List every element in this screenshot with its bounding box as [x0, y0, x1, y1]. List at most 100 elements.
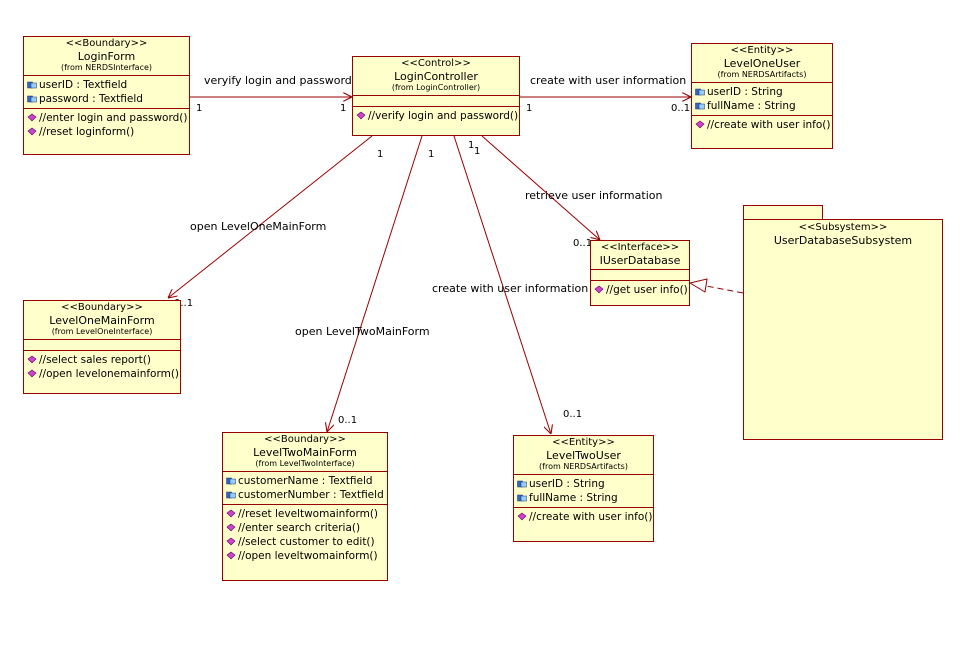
stereotype-label: <<Entity>>	[730, 45, 794, 56]
operation-text: //open leveltwomainform()	[238, 550, 378, 562]
class-leveltwouser[interactable]: <<Entity>> LevelTwoUser (from NERDSArtif…	[513, 435, 654, 542]
operation-row[interactable]: //reset leveltwomainform()	[226, 507, 384, 521]
attribute-icon	[695, 101, 705, 111]
assoc-label-create-two: create with user information	[432, 282, 589, 295]
realization-arrowhead	[688, 278, 708, 293]
operation-icon	[594, 285, 604, 295]
class-header: <<Control>> LoginController (from LoginC…	[353, 57, 519, 96]
class-loginform[interactable]: <<Boundary>> LoginForm (from NERDSInterf…	[23, 36, 190, 155]
mult-open-one-source: 1	[377, 149, 384, 160]
class-name: LevelOneUser	[723, 57, 801, 70]
attribute-text: fullName : String	[707, 100, 796, 112]
class-levelonemainform[interactable]: <<Boundary>> LevelOneMainForm (from Leve…	[23, 300, 181, 394]
stereotype-label: <<Interface>>	[600, 242, 680, 253]
assoc-line-create-two	[453, 135, 551, 434]
attribute-icon	[27, 94, 37, 104]
mult-create-one-target: 0..1	[671, 103, 691, 114]
stereotype-label: <<Control>>	[401, 58, 471, 69]
operation-row[interactable]: //select sales report()	[27, 353, 177, 367]
operation-text: //open levelonemainform()	[39, 368, 180, 380]
operation-row[interactable]: //enter search criteria()	[226, 521, 384, 535]
attribute-row[interactable]: customerNumber : Textfield	[226, 488, 384, 502]
attribute-row[interactable]: userID : String	[517, 477, 650, 491]
operation-text: //reset leveltwomainform()	[238, 508, 379, 520]
attribute-row[interactable]: userID : Textfield	[27, 78, 186, 92]
class-leveltwomainform[interactable]: <<Boundary>> LevelTwoMainForm (from Leve…	[222, 432, 388, 581]
attribute-compartment	[353, 96, 519, 107]
class-name: LevelOneMainForm	[49, 314, 155, 327]
attribute-icon	[226, 490, 236, 500]
class-header: <<Boundary>> LevelTwoMainForm (from Leve…	[223, 433, 387, 472]
operation-compartment: //get user info()	[591, 281, 689, 299]
assoc-label-open-two: open LevelTwoMainForm	[295, 325, 430, 338]
package-label: (from NERDSInterface)	[60, 63, 153, 72]
class-logincontroller[interactable]: <<Control>> LoginController (from LoginC…	[352, 56, 520, 136]
class-name: LoginController	[394, 70, 478, 83]
mult-verify-source: 1	[196, 103, 203, 114]
stereotype-label: <<Entity>>	[552, 437, 615, 448]
operation-icon	[517, 512, 527, 522]
attribute-text: customerNumber : Textfield	[238, 489, 384, 501]
attribute-row[interactable]: customerName : Textfield	[226, 474, 384, 488]
mult-retrieve-source: 1	[468, 140, 475, 151]
operation-icon	[356, 111, 366, 121]
stereotype-label: <<Subsystem>>	[798, 222, 888, 233]
mult-create-one-source: 1	[526, 103, 533, 114]
operation-compartment: //create with user info()	[514, 508, 653, 526]
attribute-text: userID : String	[529, 478, 605, 490]
operation-icon	[226, 523, 236, 533]
mult-open-two-target: 0..1	[338, 415, 358, 426]
operation-row[interactable]: //reset loginform()	[27, 125, 186, 139]
assoc-label-open-one: open LevelOneMainForm	[190, 220, 327, 233]
operation-text: //verify login and password()	[368, 110, 519, 122]
operation-text: //select sales report()	[39, 354, 151, 366]
mult-create-two-target: 0..1	[563, 409, 583, 420]
attribute-compartment	[591, 270, 689, 281]
package-label: (from LevelTwoInterface)	[255, 459, 355, 468]
package-label: (from LoginController)	[391, 83, 481, 92]
operation-icon	[226, 551, 236, 561]
operation-text: //enter login and password()	[39, 112, 188, 124]
mult-open-two-source: 1	[428, 149, 435, 160]
operation-row[interactable]: //get user info()	[594, 283, 688, 297]
attribute-compartment: userID : String fullName : String	[692, 83, 832, 116]
operation-icon	[27, 369, 37, 379]
mult-open-one-target: 0..1	[174, 298, 194, 309]
operation-compartment: //reset leveltwomainform() //enter searc…	[223, 505, 387, 565]
operation-row[interactable]: //open levelonemainform()	[27, 367, 180, 381]
interface-iuserdatabase[interactable]: <<Interface>> IUserDatabase //get user i…	[590, 240, 690, 306]
attribute-icon	[517, 493, 527, 503]
operation-icon	[226, 509, 236, 519]
attribute-compartment	[24, 340, 180, 351]
attribute-text: userID : Textfield	[39, 79, 128, 91]
attribute-row[interactable]: fullName : String	[695, 99, 829, 113]
attribute-compartment: userID : String fullName : String	[514, 475, 653, 508]
subsystem-tab	[743, 205, 823, 220]
operation-row[interactable]: //create with user info()	[695, 118, 830, 132]
assoc-line-retrieve	[481, 135, 600, 240]
operation-compartment: //verify login and password()	[353, 107, 519, 125]
operation-icon	[27, 127, 37, 137]
attribute-row[interactable]: password : Textfield	[27, 92, 186, 106]
attribute-icon	[695, 87, 705, 97]
assoc-line-open-two	[327, 135, 423, 432]
operation-text: //enter search criteria()	[238, 522, 361, 534]
class-leveloneuser[interactable]: <<Entity>> LevelOneUser (from NERDSArtif…	[691, 43, 833, 149]
operation-row[interactable]: //create with user info()	[517, 510, 652, 524]
operation-row[interactable]: //open leveltwomainform()	[226, 549, 384, 563]
attribute-text: password : Textfield	[39, 93, 143, 105]
operation-row[interactable]: //enter login and password()	[27, 111, 188, 125]
attribute-icon	[27, 80, 37, 90]
subsystem-userdatabasesubsystem[interactable]: <<Subsystem>> UserDatabaseSubsystem	[743, 219, 943, 440]
operation-icon	[27, 113, 37, 123]
stereotype-label: <<Boundary>>	[61, 302, 143, 313]
class-header: <<Boundary>> LevelOneMainForm (from Leve…	[24, 301, 180, 340]
operation-compartment: //enter login and password() //reset log…	[24, 109, 189, 141]
operation-compartment: //select sales report() //open levelonem…	[24, 351, 180, 383]
operation-row[interactable]: //verify login and password()	[356, 109, 519, 123]
class-header: <<Entity>> LevelOneUser (from NERDSArtif…	[692, 44, 832, 83]
attribute-row[interactable]: userID : String	[695, 85, 829, 99]
attribute-row[interactable]: fullName : String	[517, 491, 650, 505]
attribute-text: userID : String	[707, 86, 783, 98]
operation-row[interactable]: //select customer to edit()	[226, 535, 384, 549]
